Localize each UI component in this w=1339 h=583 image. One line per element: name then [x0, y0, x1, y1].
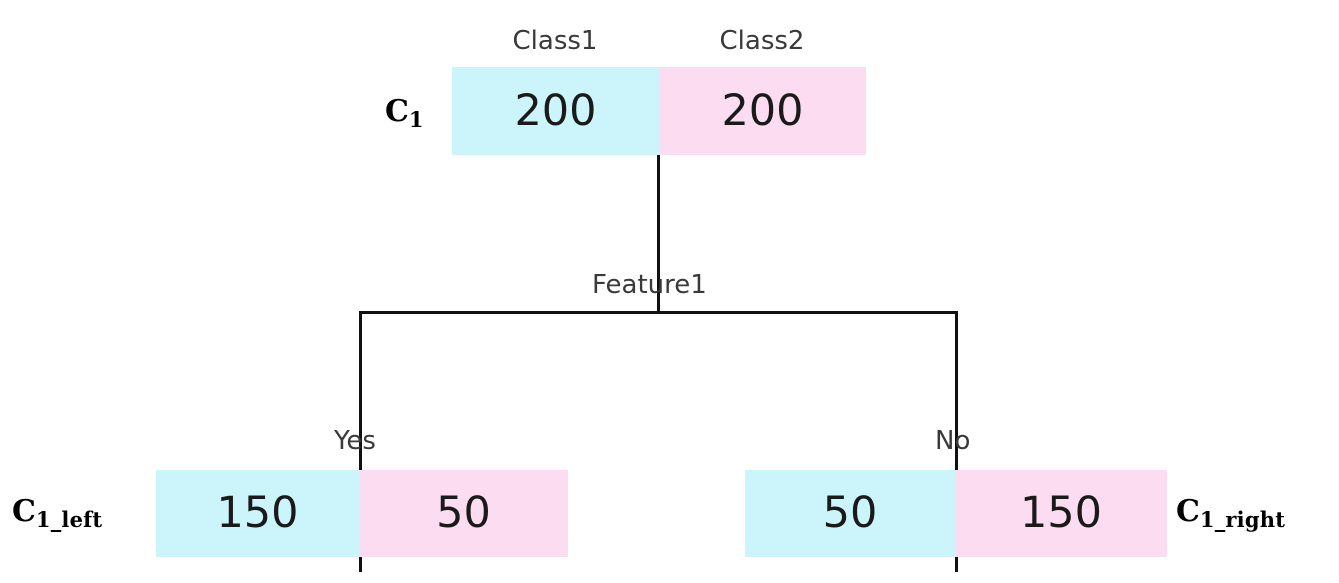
- left-leaf-class2-cell: 50: [359, 470, 568, 557]
- root-trunk-connector: [657, 155, 660, 313]
- left-leaf-label-subscript: 1_left: [35, 506, 103, 532]
- root-node-label-subscript: 1: [408, 106, 424, 132]
- split-feature-label: Feature1: [592, 270, 707, 300]
- split-bar-connector: [359, 311, 958, 314]
- right-leaf-label: C1_right: [1176, 497, 1285, 530]
- root-node-label: C1: [385, 97, 424, 130]
- left-leaf-label: C1_left: [12, 497, 102, 530]
- right-leaf-label-subscript: 1_right: [1199, 506, 1286, 532]
- column-header-class2: Class2: [719, 26, 805, 56]
- root-node-class1-cell: 200: [452, 67, 659, 155]
- left-leaf-class1-cell: 150: [156, 470, 359, 557]
- left-branch-connector: [359, 311, 362, 572]
- root-node-class2-cell: 200: [659, 67, 866, 155]
- right-leaf-class2-cell: 150: [955, 470, 1167, 557]
- branch-label-no: No: [935, 426, 971, 456]
- root-node: 200 200: [452, 67, 866, 155]
- branch-label-yes: Yes: [334, 426, 376, 456]
- left-leaf-node: 150 50: [156, 470, 568, 557]
- right-leaf-label-base: C: [1176, 494, 1200, 529]
- root-node-label-base: C: [385, 94, 409, 129]
- right-leaf-class1-cell: 50: [745, 470, 955, 557]
- right-branch-connector: [955, 311, 958, 572]
- right-leaf-node: 50 150: [745, 470, 1167, 557]
- left-leaf-label-base: C: [12, 494, 36, 529]
- column-header-class1: Class1: [512, 26, 598, 56]
